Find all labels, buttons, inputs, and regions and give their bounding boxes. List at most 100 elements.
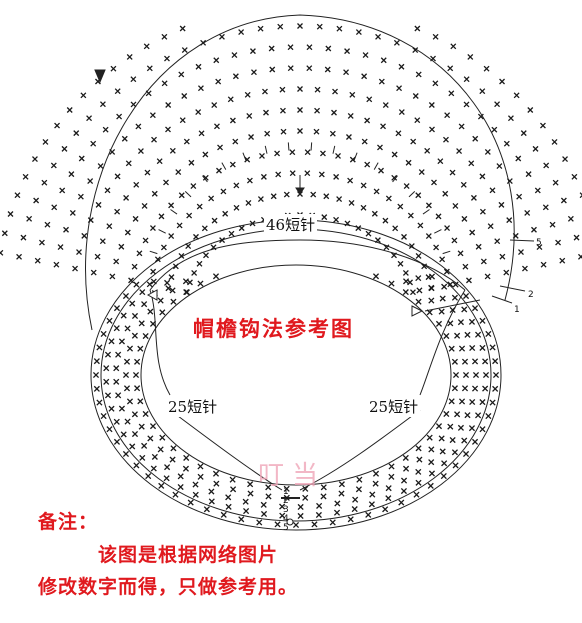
stitch-x — [467, 54, 474, 60]
stitch-x — [311, 521, 318, 528]
stitch-x — [448, 398, 455, 405]
stitch-x — [243, 507, 250, 515]
stitch-x — [499, 78, 506, 85]
stitch-x — [415, 252, 422, 259]
stitch-x — [124, 229, 131, 236]
radial-tick — [408, 191, 416, 198]
stitch-x — [217, 144, 223, 151]
stitch-x — [244, 91, 251, 98]
stitch-x — [297, 86, 303, 92]
stitch-x — [397, 260, 404, 267]
stitch-x — [352, 496, 359, 503]
stitch-x — [247, 481, 254, 488]
stitch-x — [184, 289, 190, 296]
stitch-x — [489, 187, 496, 194]
stitch-x — [157, 446, 164, 453]
stitch-x — [498, 201, 505, 208]
stitch-x — [260, 501, 267, 508]
stitch-x — [227, 96, 234, 103]
stitch-x — [113, 325, 120, 332]
stitch-x — [187, 279, 193, 286]
stitch-x — [33, 197, 40, 204]
stitch-x — [242, 498, 249, 505]
stitch-x — [302, 485, 309, 492]
stitch-x — [398, 499, 405, 506]
stitch-x — [462, 450, 470, 458]
stitch-x — [314, 107, 321, 114]
stitch-x — [395, 130, 402, 137]
radial-tick — [422, 209, 430, 215]
stitch-x — [129, 300, 136, 307]
hook-marker — [411, 305, 424, 317]
stitch-x — [118, 405, 125, 412]
stitch-x — [318, 171, 325, 178]
stitch-x — [26, 215, 33, 222]
stitch-x — [316, 502, 323, 509]
stitch-x — [475, 412, 482, 419]
stitch-x — [170, 445, 177, 452]
stitch-x — [131, 430, 139, 438]
stitch-x — [213, 480, 220, 487]
stitch-x — [515, 155, 522, 162]
stitch-x — [265, 493, 272, 500]
stitch-x — [190, 183, 197, 190]
stitch-x — [435, 423, 443, 430]
stitch-x — [372, 470, 380, 477]
stitch-x — [524, 209, 531, 216]
stitch-x — [146, 281, 153, 288]
stitch-x — [177, 483, 184, 491]
stitch-x — [130, 101, 137, 108]
stitch-x — [338, 481, 345, 488]
stitch-x — [347, 177, 354, 184]
stitch-x — [539, 122, 546, 129]
hook-line — [424, 299, 481, 312]
stitch-x — [202, 174, 209, 181]
stitch-x — [225, 494, 232, 501]
stitch-x — [218, 33, 225, 40]
stitch-x — [441, 460, 448, 467]
stitch-x — [165, 285, 172, 292]
stitch-x — [170, 298, 177, 305]
stitch-x — [329, 130, 336, 137]
stitch-x — [160, 244, 167, 251]
stitch-x — [178, 252, 185, 259]
stitch-x — [114, 208, 121, 215]
stitch-x — [269, 66, 276, 73]
stitch-x — [431, 179, 437, 186]
stitch-x — [454, 332, 461, 339]
radial-tick — [442, 250, 451, 255]
stitch-x — [126, 398, 134, 405]
stitch-x — [157, 297, 164, 304]
stitch-x — [122, 292, 130, 300]
stitch-x — [577, 253, 582, 260]
stitch-x — [356, 476, 363, 483]
stitch-x — [407, 212, 414, 219]
center-number-3: 3 — [283, 505, 289, 515]
stitch-x — [471, 438, 479, 445]
stitch-x — [402, 289, 409, 296]
stitch-x — [34, 257, 41, 264]
stitch-x — [472, 135, 479, 142]
stitch-x — [175, 169, 182, 176]
stitch-x — [128, 277, 135, 284]
stitch-x — [232, 73, 239, 80]
stitch-x — [149, 112, 156, 119]
stitch-x — [169, 456, 176, 463]
stitch-x — [579, 192, 582, 199]
stitch-x — [479, 317, 486, 324]
radial-tick — [332, 145, 336, 154]
stitch-x — [53, 261, 60, 268]
stitch-x — [552, 179, 559, 186]
single-crochet-stitches — [0, 23, 582, 529]
stitch-x — [250, 69, 257, 76]
stitch-x — [90, 140, 97, 147]
stitch-x — [126, 54, 133, 60]
stitch-x — [212, 273, 220, 280]
stitch-x — [421, 263, 428, 270]
stitch-x — [347, 516, 354, 523]
stitch-x — [87, 178, 94, 184]
stitch-x — [333, 216, 340, 223]
stitch-x — [485, 330, 492, 338]
radial-tick — [170, 209, 178, 215]
stitch-x — [304, 149, 311, 156]
